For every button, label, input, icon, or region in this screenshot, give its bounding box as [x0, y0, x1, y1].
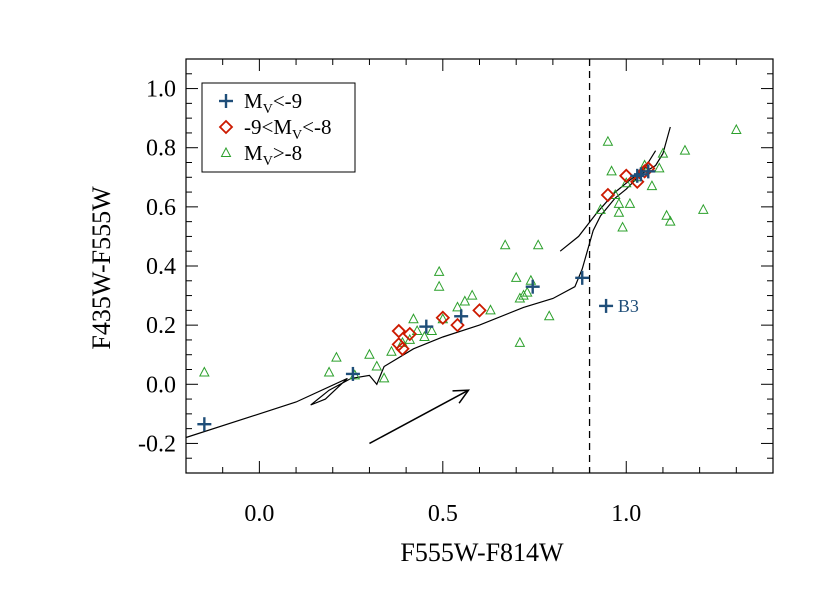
y-tick-label: 0.8 — [146, 136, 176, 162]
data-point — [617, 221, 628, 232]
y-tick-label: 0.0 — [146, 372, 176, 398]
x-axis-title: F555W-F814W — [400, 538, 564, 567]
data-point — [595, 203, 606, 214]
data-point — [657, 147, 669, 158]
reddening-arrow — [369, 389, 469, 445]
data-point — [543, 310, 555, 321]
data-point — [459, 295, 471, 306]
legend-marker-plus — [219, 94, 233, 108]
data-point — [664, 215, 676, 226]
point-annotation-label: B3 — [618, 296, 639, 316]
y-axis-title: F435W-F555W — [87, 186, 116, 350]
data-point — [618, 168, 634, 184]
data-point — [331, 351, 342, 362]
data-point — [378, 372, 390, 383]
data-point — [624, 197, 636, 208]
data-point — [402, 326, 418, 342]
data-point — [408, 313, 419, 324]
x-tick-label: 1.0 — [611, 501, 641, 527]
x-tick-label: 0.0 — [244, 501, 274, 527]
model-track-branch — [559, 150, 657, 252]
data-point — [646, 180, 658, 191]
data-point — [197, 417, 212, 432]
y-tick-label: -0.2 — [138, 431, 176, 457]
data-point — [386, 345, 397, 356]
y-tick-label: 1.0 — [146, 77, 176, 103]
data-point — [426, 324, 438, 336]
model-track — [185, 126, 671, 439]
data-point — [433, 280, 445, 291]
data-point — [518, 289, 529, 300]
data-point — [435, 310, 451, 326]
data-point — [485, 304, 496, 315]
data-point — [613, 197, 625, 208]
data-point — [525, 279, 540, 294]
data-point — [364, 348, 375, 359]
legend-box — [201, 82, 356, 173]
legend-label: MV<-9 — [244, 89, 302, 117]
data-point — [600, 187, 616, 203]
legend-marker-diamond — [218, 119, 234, 135]
data-point — [391, 323, 407, 339]
data-point — [433, 265, 445, 276]
data-point — [345, 366, 360, 381]
data-point — [653, 162, 665, 173]
arrow-head — [452, 389, 471, 404]
data-point — [419, 319, 434, 334]
data-point — [510, 271, 522, 282]
data-point — [419, 330, 430, 341]
data-point — [371, 360, 383, 371]
legend-label: -9<MV<-8 — [244, 115, 331, 143]
data-point — [620, 177, 632, 188]
data-point — [454, 309, 469, 324]
data-point — [323, 366, 335, 377]
x-tick-label: 0.5 — [428, 501, 458, 527]
y-tick-label: 0.2 — [146, 313, 176, 339]
data-point — [641, 164, 656, 179]
data-point — [602, 135, 614, 146]
plot-layer: B3 — [185, 59, 742, 473]
data-point — [599, 298, 614, 313]
data-point — [514, 292, 526, 303]
data-point — [452, 301, 463, 312]
legend-marker-triangle — [220, 146, 232, 157]
data-point — [199, 366, 210, 377]
data-point — [730, 123, 742, 134]
data-point — [606, 165, 617, 176]
data-point — [404, 333, 416, 344]
data-point — [697, 203, 709, 214]
data-point — [532, 239, 544, 250]
data-point — [679, 144, 691, 155]
data-point — [411, 324, 423, 336]
data-point — [466, 289, 478, 300]
y-tick-label: 0.4 — [146, 254, 176, 280]
axes-layer: 0.0 0.5 1.0 -0.2 0.0 0.2 0.4 0.6 0.8 1.0 — [138, 58, 774, 527]
data-point — [575, 270, 590, 285]
data-point — [521, 286, 533, 297]
data-point — [514, 336, 526, 347]
legend-label: MV>-8 — [244, 141, 302, 169]
data-point — [395, 341, 410, 357]
data-point — [525, 274, 537, 285]
data-point — [661, 209, 672, 220]
data-point — [633, 167, 648, 182]
legend: MV<-9-9<MV<-8MV>-8 — [201, 82, 356, 173]
data-point — [472, 303, 487, 318]
data-point — [499, 239, 511, 250]
data-point — [613, 206, 625, 217]
y-tick-label: 0.6 — [146, 195, 176, 221]
